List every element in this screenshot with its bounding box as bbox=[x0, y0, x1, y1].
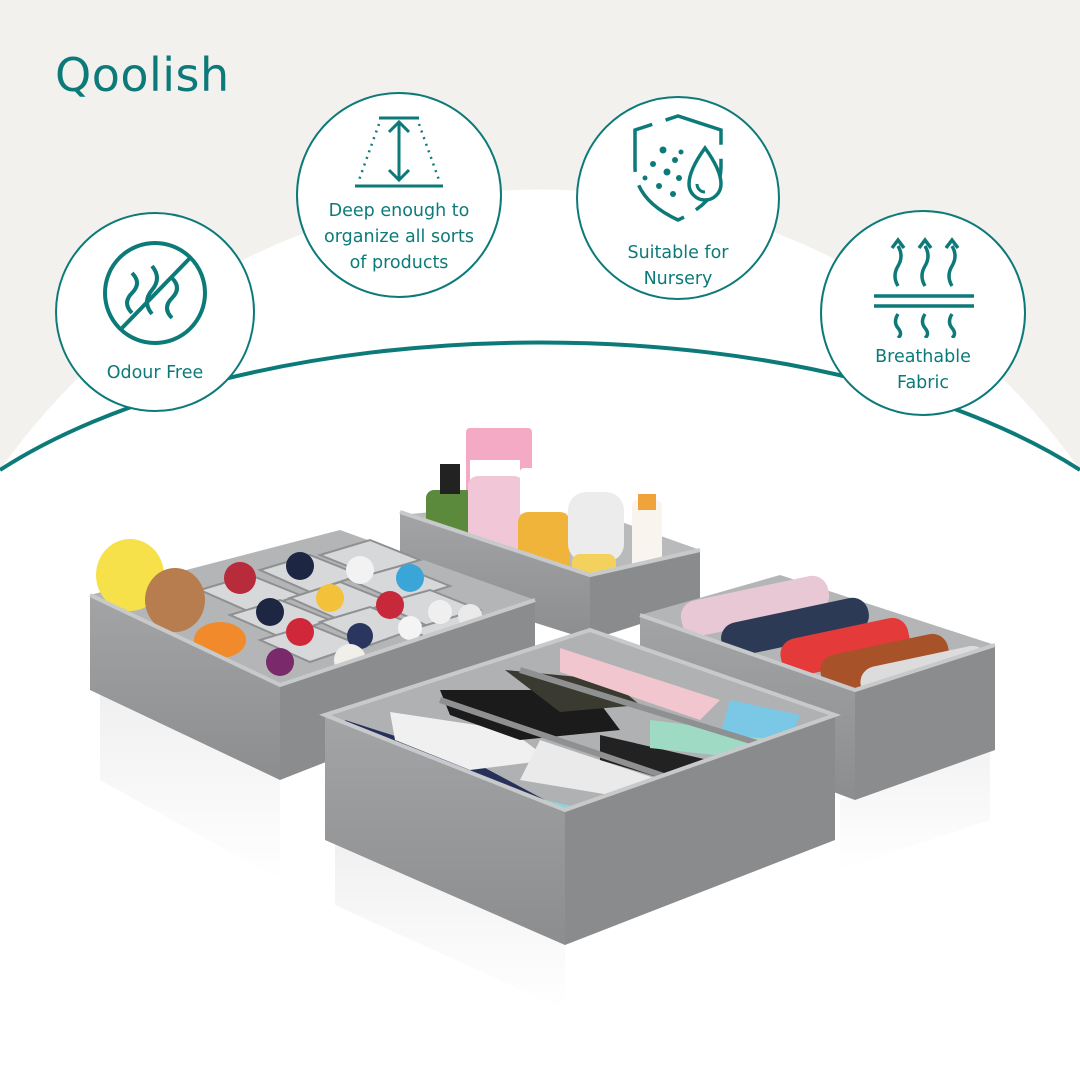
breathable-fabric-icon bbox=[874, 237, 974, 338]
depth-arrow-icon bbox=[355, 116, 443, 188]
organizer-compartments bbox=[89, 530, 536, 780]
feature-label: Suitable for Nursery bbox=[627, 243, 729, 289]
feature-odour-free: Odour Free bbox=[55, 212, 255, 412]
feature-label: Odour Free bbox=[106, 363, 204, 383]
organizer-divided bbox=[319, 627, 842, 945]
feature-deep-enough: Deep enough to organize all sorts of pro… bbox=[296, 92, 502, 298]
feature-label: Breathable Fabric bbox=[875, 347, 971, 393]
brand-logo: Qoolish bbox=[55, 48, 230, 102]
no-odour-icon bbox=[103, 241, 207, 345]
feature-nursery: Suitable for Nursery bbox=[576, 96, 780, 300]
organizer-toiletries bbox=[399, 428, 701, 640]
shield-droplet-icon bbox=[633, 114, 723, 222]
feature-breathable: Breathable Fabric bbox=[820, 210, 1026, 416]
feature-label: Deep enough to organize all sorts of pro… bbox=[324, 201, 474, 273]
